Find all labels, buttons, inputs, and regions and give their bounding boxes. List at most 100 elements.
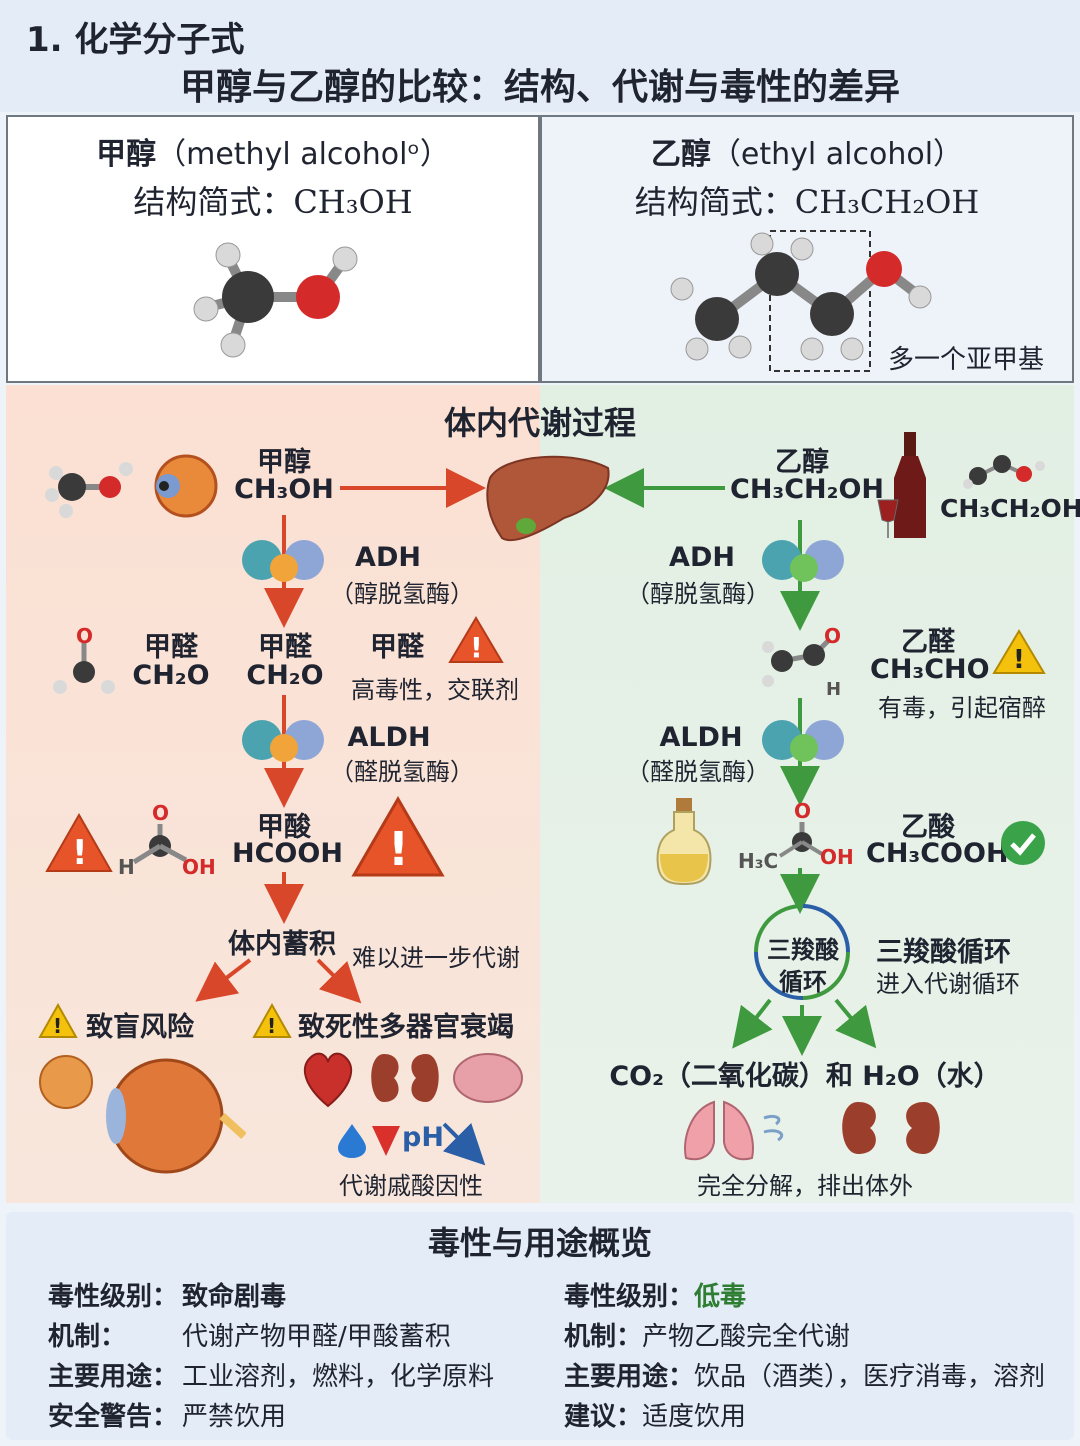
tca-cycle-icon xyxy=(754,903,850,1001)
acetaldehyde-desc: 有毒，引起宿醉 xyxy=(878,694,1046,722)
summary-title: 毒性与用途概览 xyxy=(427,1224,652,1262)
methanol-warning-row: 安全警告：严禁饮用 xyxy=(48,1396,286,1433)
row-value: 严禁饮用 xyxy=(182,1402,287,1432)
ethanol-formula: 结构简式：CH₃CH₂OH xyxy=(634,183,980,221)
row-value: 工业溶剂，燃料，化学原料 xyxy=(182,1362,495,1392)
methanol-mechanism-row: 机制：代谢产物甲醛/甲酸蓄积 xyxy=(48,1316,451,1353)
row-value: 适度饮用 xyxy=(642,1402,747,1432)
svg-text:H: H xyxy=(826,679,841,700)
row-label: 毒性级别： xyxy=(48,1282,179,1312)
acid-drop-icon xyxy=(338,1124,400,1158)
methanol-structure-panel: 甲醇（methyl alcoholᵒ） 结构简式：CH₃OH xyxy=(6,115,540,383)
adh-enzyme-icon xyxy=(242,540,324,582)
methanol-toxicity-row: 毒性级别：致命剧毒 xyxy=(48,1276,286,1313)
ethanol-structure-panel: 乙醇（ethyl alcohol） 结构简式：CH₃CH₂OH 多一个亚甲基 xyxy=(540,115,1074,383)
final-products: CO₂（二氧化碳）和 H₂O（水） xyxy=(609,1061,1001,1092)
kidneys-icon xyxy=(842,1102,940,1154)
formic-acid-formula: HCOOH xyxy=(232,838,343,869)
organ-failure-risk: 致死性多器官衰竭 xyxy=(298,1012,514,1043)
row-label: 机制： xyxy=(564,1322,643,1352)
vinegar-bottle-icon xyxy=(656,798,712,886)
warning-icon: ! xyxy=(992,629,1046,675)
page-title: 甲醇与乙醇的比较：结构、代谢与毒性的差异 xyxy=(179,67,900,108)
row-value: 低毒 xyxy=(694,1282,747,1312)
methanol-enzyme1-cn: （醇脱氢酶） xyxy=(330,580,474,608)
methanol-formula: 结构简式：CH₃OH xyxy=(133,183,413,221)
formaldehyde-name: 甲醛 xyxy=(258,632,312,663)
ethanol-molecule-icon xyxy=(670,230,932,372)
blindness-risk: 致盲风险 xyxy=(86,1012,194,1043)
ethanol-small-molecule-icon xyxy=(963,455,1045,489)
svg-text:!: ! xyxy=(388,822,409,876)
formic-acid-name: 甲酸 xyxy=(257,812,311,843)
summary-panel xyxy=(6,1212,1074,1440)
svg-text:O: O xyxy=(152,801,169,825)
methanol-english: （methyl alcoholᵒ） xyxy=(156,137,450,172)
aldh-enzyme-icon xyxy=(242,720,324,762)
aldh-enzyme-icon xyxy=(762,720,844,762)
ethanol-enzyme2-cn: （醛脱氢酶） xyxy=(626,758,770,786)
acetic-acid-molecule-icon: O H₃C OH xyxy=(738,800,854,873)
header: 1. 化学分子式 甲醇与乙醇的比较：结构、代谢与毒性的差异 xyxy=(0,0,1080,112)
formaldehyde-molecule-icon: O xyxy=(53,625,115,694)
eye-icon xyxy=(154,454,218,518)
final-note: 完全分解，排出体外 xyxy=(697,1172,913,1200)
methanol-start-name: 甲醇 xyxy=(257,447,311,478)
row-label: 建议： xyxy=(564,1402,643,1432)
methanol-usage-row: 主要用途：工业溶剂，燃料，化学原料 xyxy=(48,1356,494,1393)
svg-text:!: ! xyxy=(1013,645,1025,675)
kidneys-icon xyxy=(371,1054,439,1102)
ethanol-name: 乙醇 xyxy=(650,137,711,172)
methanol-start-formula: CH₃OH xyxy=(234,474,334,505)
methanol-enzyme1: ADH xyxy=(355,542,421,573)
methanol-name-line: 甲醇（methyl alcoholᵒ） xyxy=(8,129,538,173)
formaldehyde-side-formula: CH₂O xyxy=(132,660,210,691)
heart-icon xyxy=(303,1052,353,1108)
svg-text:H₃C: H₃C xyxy=(738,849,778,873)
svg-text:!: ! xyxy=(470,631,483,664)
methanol-small-molecule-icon xyxy=(45,462,133,518)
row-label: 安全警告： xyxy=(48,1402,179,1432)
row-value: 致命剧毒 xyxy=(182,1282,287,1312)
row-value: 产物乙酸完全代谢 xyxy=(642,1322,851,1352)
ethanol-mechanism-row: 机制：产物乙酸完全代谢 xyxy=(564,1316,850,1353)
ethanol-english: （ethyl alcohol） xyxy=(710,137,964,172)
accumulate-note: 难以进一步代谢 xyxy=(352,944,520,972)
warning-icon: ! xyxy=(45,812,113,873)
svg-text:O: O xyxy=(824,625,841,648)
accumulate-label: 体内蓄积 xyxy=(228,929,336,960)
svg-text:OH: OH xyxy=(182,855,216,879)
ethanol-start-formula: CH₃CH₂OH xyxy=(730,474,885,505)
ethanol-toxicity-row: 毒性级别：低毒 xyxy=(564,1276,746,1313)
methanol-molecule-icon xyxy=(193,242,358,358)
tca-cycle-name: 三羧酸循环 xyxy=(876,937,1011,968)
ethanol-enzyme1-cn: （醇脱氢酶） xyxy=(626,580,770,608)
acidosis-label: 代谢戚酸因性 xyxy=(339,1172,483,1200)
acetaldehyde-name: 乙醛 xyxy=(901,627,955,658)
svg-text:O: O xyxy=(76,625,93,648)
formaldehyde-formula: CH₂O xyxy=(246,660,324,691)
metabolism-title: 体内代谢过程 xyxy=(443,404,636,442)
svg-text:OH: OH xyxy=(820,845,854,869)
svg-text:!: ! xyxy=(53,1014,62,1038)
ph-label: pH xyxy=(402,1122,444,1153)
formaldehyde-warn-desc: 高毒性，交联剂 xyxy=(351,676,519,704)
ethanol-start-name: 乙醇 xyxy=(775,447,829,478)
methylene-note: 多一个亚甲基 xyxy=(888,345,1045,375)
formaldehyde-side-name: 甲醛 xyxy=(144,632,198,663)
acetaldehyde-formula: CH₃CHO xyxy=(870,654,990,685)
row-label: 主要用途： xyxy=(564,1362,695,1392)
methanol-enzyme2: ALDH xyxy=(347,722,431,753)
acetic-acid-formula: CH₃COOH xyxy=(866,838,1009,869)
warning-icon: ! xyxy=(38,1003,78,1038)
methanol-name: 甲醇 xyxy=(96,137,157,172)
formic-acid-molecule-icon: O H OH xyxy=(118,801,216,879)
check-circle-icon xyxy=(1001,821,1045,865)
ethanol-advice-row: 建议：适度饮用 xyxy=(564,1396,746,1433)
brain-icon xyxy=(453,1053,523,1103)
svg-text:!: ! xyxy=(267,1014,276,1038)
svg-text:!: ! xyxy=(72,833,88,873)
tca-cycle-desc: 进入代谢循环 xyxy=(876,970,1020,998)
adh-enzyme-icon xyxy=(762,540,844,582)
tca-cycle-short-2: 循环 xyxy=(779,968,827,996)
